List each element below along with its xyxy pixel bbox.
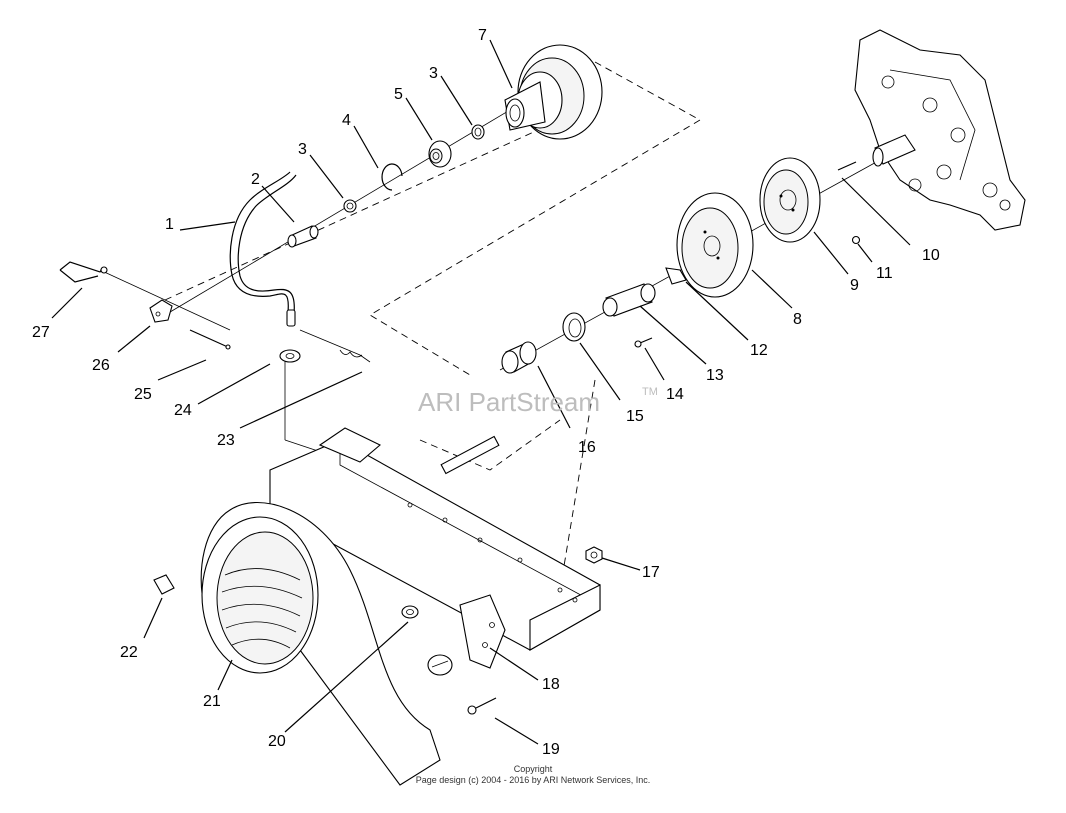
- callout-23: 23: [217, 432, 235, 449]
- callout-17: 17: [642, 564, 660, 581]
- chassis-frame: [269, 427, 601, 651]
- callout-8: 8: [793, 311, 802, 328]
- callout-16: 16: [578, 439, 596, 456]
- retaining-ring-part-4: [381, 163, 403, 191]
- watermark: ARI PartStream TM: [418, 386, 658, 417]
- callout-labels: 7 3 5 4 3 2 1 10 11 9 8 12 13 14 15 16 1…: [32, 27, 940, 758]
- callout-18: 18: [542, 676, 560, 693]
- ring-part-15: [562, 312, 586, 342]
- callout-11: 11: [876, 265, 893, 282]
- bolt-part-19: [467, 697, 497, 715]
- knob-part-22: [153, 574, 175, 595]
- callout-12: 12: [750, 342, 768, 359]
- callout-22: 22: [120, 644, 138, 661]
- leader-lines: [51, 39, 911, 745]
- clip-part-12: [665, 267, 687, 285]
- callout-4: 4: [342, 112, 351, 129]
- bracket-part-26: [149, 299, 173, 323]
- drive-pulley-part-7: [504, 44, 603, 140]
- callout-2: 2: [251, 171, 260, 188]
- cap: [427, 654, 453, 676]
- snap-ring-part-3-upper: [471, 124, 485, 140]
- bearing-part-5: [428, 140, 452, 168]
- bushing-part-16: [501, 341, 537, 374]
- transmission-part-10: [837, 29, 1026, 231]
- callout-26: 26: [92, 357, 110, 374]
- copyright-line-1: Copyright: [514, 764, 553, 774]
- callout-5: 5: [394, 86, 403, 103]
- bracket-part-18: [459, 594, 506, 669]
- callout-1: 1: [165, 216, 174, 233]
- callout-10: 10: [922, 247, 940, 264]
- pulley-part-9: [759, 157, 821, 243]
- callout-13: 13: [706, 367, 724, 384]
- spacer-part-13: [602, 283, 656, 317]
- pin-part-25: [189, 329, 231, 350]
- screw-part-14: [634, 337, 653, 348]
- callout-24: 24: [174, 402, 192, 419]
- washer-part-24: [279, 349, 301, 363]
- nut-part-17: [585, 546, 603, 564]
- callout-9: 9: [850, 277, 859, 294]
- clutch-disc-part-8: [676, 192, 754, 298]
- watermark-trademark: TM: [642, 386, 658, 398]
- callout-19: 19: [542, 741, 560, 758]
- watermark-text: ARI PartStream: [418, 387, 600, 417]
- callout-21: 21: [203, 693, 221, 710]
- callout-14: 14: [666, 386, 684, 403]
- callout-3-upper: 3: [429, 65, 438, 82]
- snap-ring-part-3-lower: [343, 199, 357, 213]
- copyright-line-2: Page design (c) 2004 - 2016 by ARI Netwo…: [416, 775, 651, 785]
- copyright: Copyright Page design (c) 2004 - 2016 by…: [416, 764, 651, 785]
- bushing-part-2: [287, 225, 319, 248]
- spring-part-27: [59, 261, 108, 283]
- callout-27: 27: [32, 324, 50, 341]
- nut-part-11: [851, 235, 861, 245]
- callout-20: 20: [268, 733, 286, 750]
- plate-part-23: [299, 329, 371, 363]
- grille-housing-part-21: [200, 501, 441, 786]
- callout-15: 15: [626, 408, 644, 425]
- washer-part-20: [401, 605, 419, 619]
- rod-part-1: [229, 171, 297, 327]
- callout-25: 25: [134, 386, 152, 403]
- callout-7: 7: [478, 27, 487, 44]
- callout-3-lower: 3: [298, 141, 307, 158]
